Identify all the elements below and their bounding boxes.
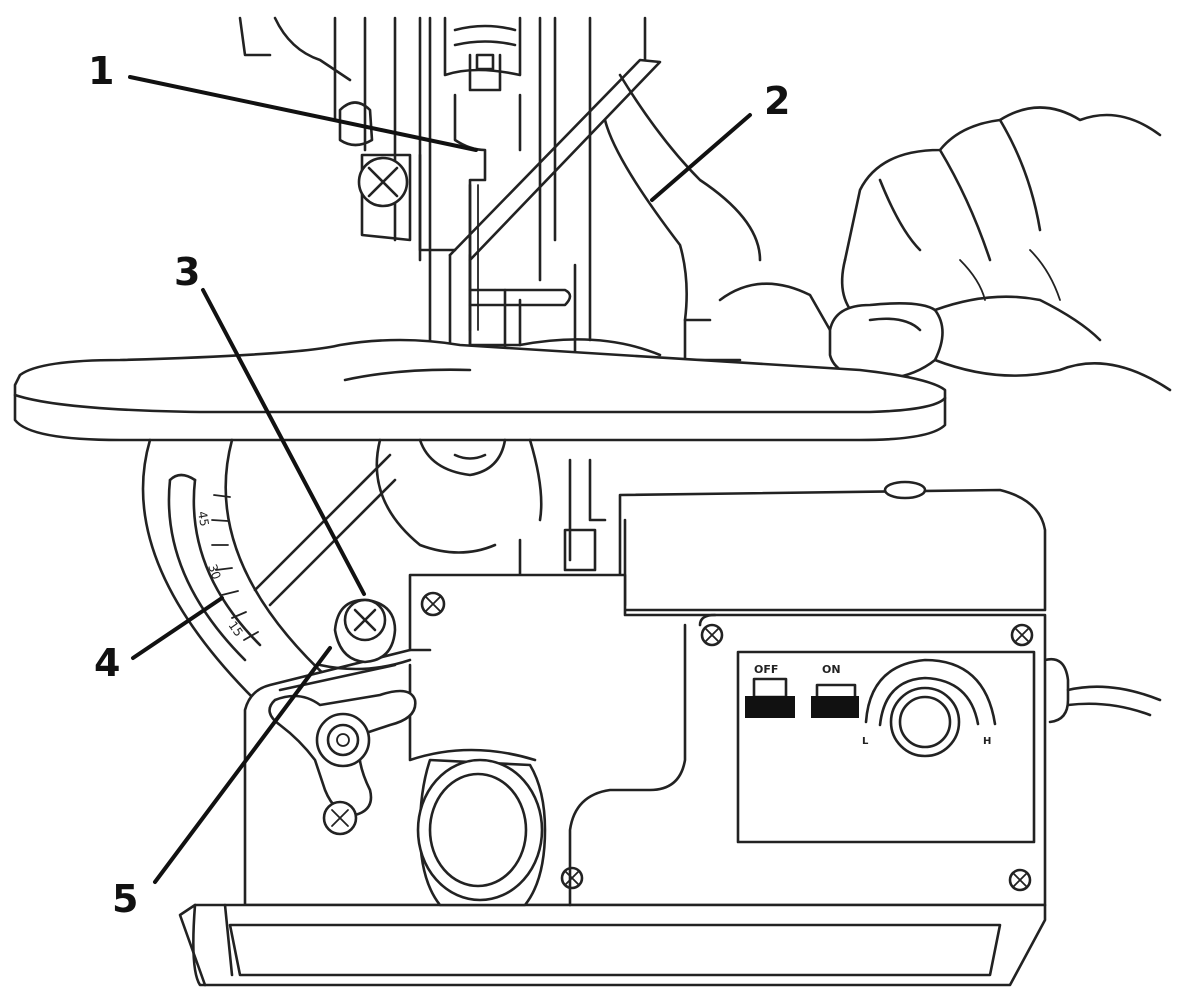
hand	[828, 106, 1172, 392]
on-switch-button[interactable]	[811, 683, 859, 718]
bevel-lock-screw	[318, 598, 412, 671]
leader-3	[201, 288, 366, 596]
bevel-tick-30: 30	[205, 562, 223, 581]
callout-1-label: 1	[88, 49, 114, 93]
speed-low-label: L	[862, 736, 869, 747]
off-switch-button[interactable]	[745, 677, 795, 718]
drive-wheel	[375, 438, 607, 582]
saw-base	[178, 573, 1047, 987]
upper-arm-assembly	[238, 16, 647, 347]
leader-4	[131, 596, 224, 660]
bevel-tick-15: 15	[226, 619, 246, 640]
leader-1	[128, 75, 478, 152]
control-panel: OFF ON L H	[736, 650, 1036, 844]
saw-table	[13, 338, 947, 442]
tilt-lock-knob	[268, 689, 417, 836]
leader-2	[650, 113, 752, 202]
callout-4-label: 4	[94, 641, 120, 685]
on-switch-label: ON	[822, 663, 841, 676]
blade-guard	[448, 58, 867, 387]
callout-leaders	[128, 75, 752, 884]
leader-5	[153, 646, 332, 884]
callout-5-label: 5	[112, 877, 138, 921]
speed-high-label: H	[983, 736, 991, 747]
callout-2-label: 2	[764, 79, 790, 123]
bevel-tick-45: 45	[195, 510, 211, 527]
bevel-scale: 45 30 15	[141, 438, 397, 702]
speed-dial-knob[interactable]	[889, 686, 961, 758]
callout-3-label: 3	[174, 250, 200, 294]
off-switch-label: OFF	[754, 663, 778, 676]
motor-housing	[618, 480, 1162, 724]
